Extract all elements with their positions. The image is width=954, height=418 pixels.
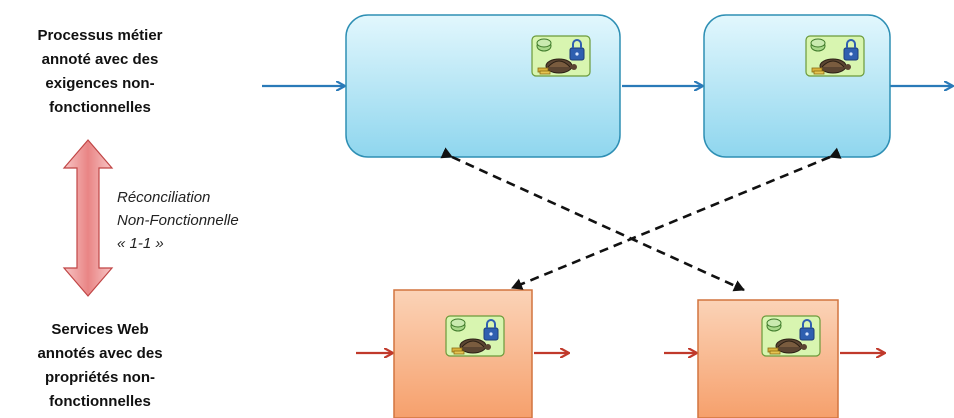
nfp-badge-icon: [805, 35, 865, 77]
business-process-label: Processus métier annoté avec des exigenc…: [0, 24, 200, 120]
business-process-label-line: annoté avec des: [41, 51, 159, 68]
business-process-label-line: Processus métier: [37, 27, 163, 44]
web-services-label-line: fonctionnelles: [49, 393, 151, 410]
reconciliation-label-line: Réconciliation: [117, 189, 211, 206]
nfp-badge-icon: [445, 315, 505, 357]
reconciliation-link: [511, 147, 842, 290]
web-services-label: Services Web annotés avec des propriétés…: [0, 318, 200, 414]
reconciliation-label: Réconciliation Non-Fonctionnelle « 1-1 »: [117, 186, 297, 255]
double-arrow: [62, 139, 114, 297]
web-services-label-line: propriétés non-: [44, 369, 155, 386]
business-process-label-line: fonctionnelles: [49, 99, 151, 116]
reconciliation-label-line: Non-Fonctionnelle: [117, 212, 239, 229]
business-process-label-line: exigences non-: [45, 75, 155, 92]
nfp-badge-icon: [531, 35, 591, 77]
web-services-label-line: annotés avec des: [37, 345, 163, 362]
web-services-label-line: Services Web: [51, 321, 149, 338]
reconciliation-label-line: « 1-1 »: [117, 235, 164, 252]
nfp-badge-icon: [761, 315, 821, 357]
reconciliation-link: [440, 147, 745, 292]
